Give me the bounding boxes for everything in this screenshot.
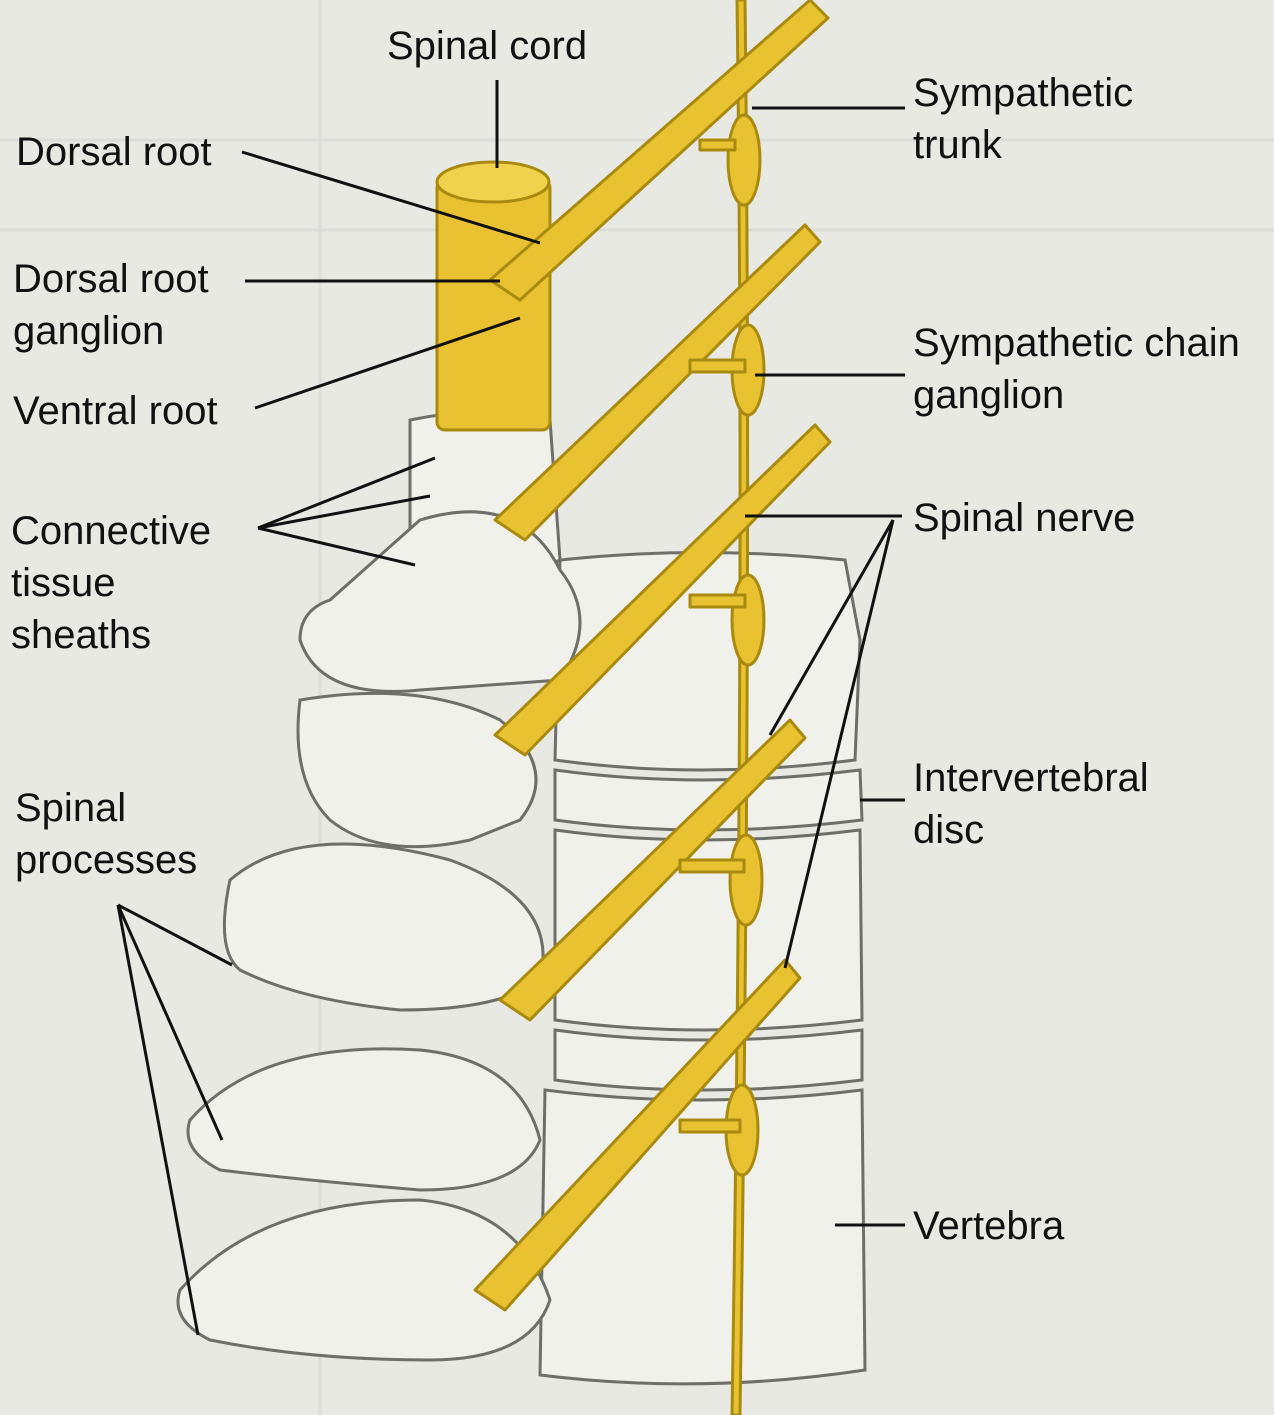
label-spinal-cord: Spinal cord	[387, 20, 587, 72]
sympathetic-chain-ganglion-3	[732, 575, 764, 665]
rami-3	[690, 595, 745, 607]
label-spinal-nerve: Spinal nerve	[913, 492, 1135, 544]
vertebra-body-3	[540, 1090, 865, 1384]
rami-2	[690, 360, 745, 372]
label-spinal-processes: Spinal processes	[15, 782, 197, 886]
spinal-process-1	[300, 512, 580, 692]
label-sympathetic-chain-ganglion: Sympathetic chain ganglion	[913, 317, 1240, 421]
spinal-process-3	[224, 844, 543, 1010]
label-dorsal-root: Dorsal root	[16, 126, 212, 178]
sympathetic-chain-ganglion-4	[730, 835, 762, 925]
leader-sheath-2	[258, 496, 430, 528]
sympathetic-chain-ganglion-1	[728, 115, 760, 205]
label-dorsal-root-ganglion: Dorsal root ganglion	[13, 253, 209, 357]
rami-1	[700, 140, 735, 150]
label-vertebra: Vertebra	[913, 1200, 1064, 1252]
leader-sheath-1	[258, 458, 435, 528]
rami-5	[680, 1120, 740, 1132]
rami-4	[680, 860, 744, 872]
label-intervertebral-disc: Intervertebral disc	[913, 752, 1149, 856]
leader-spinal-processes-2	[118, 905, 222, 1140]
spinal-cord-top	[437, 162, 549, 202]
label-sympathetic-trunk: Sympathetic trunk	[913, 67, 1133, 171]
label-connective-tissue-sheaths: Connective tissue sheaths	[11, 505, 211, 661]
leader-spinal-processes-3	[118, 905, 198, 1335]
label-ventral-root: Ventral root	[13, 385, 218, 437]
leader-spinal-processes-1	[118, 905, 232, 965]
spinal-process-4	[188, 1049, 540, 1190]
spinal-process-2	[298, 693, 536, 846]
spinal-processes	[178, 512, 580, 1360]
